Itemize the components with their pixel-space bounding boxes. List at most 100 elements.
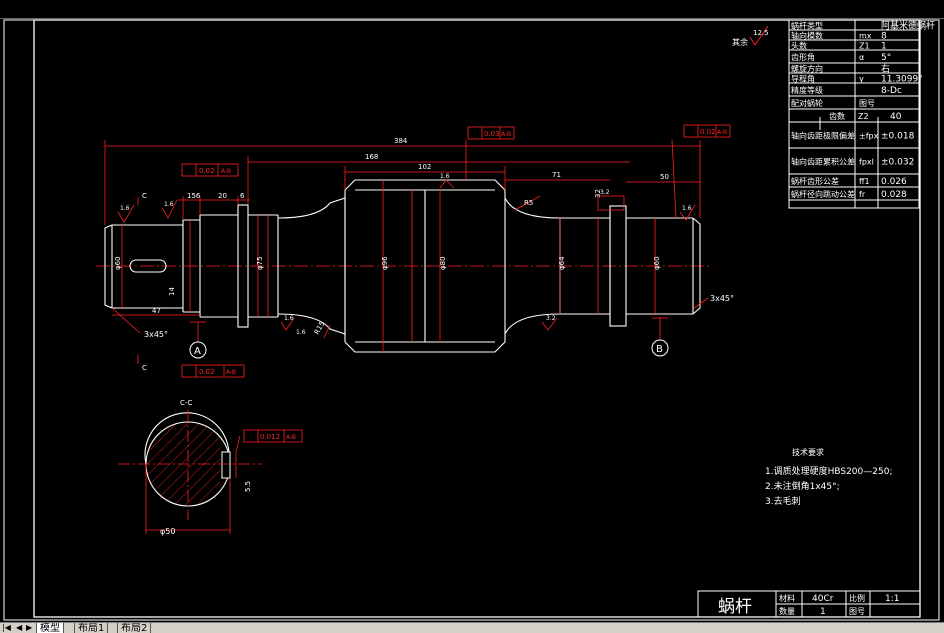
cad-top-strip [0,0,944,19]
gdt-flat-bottom: 0.02 [199,368,215,376]
worm-shaft-outline [104,179,701,353]
tech-req-title: 技术要求 [792,447,824,457]
datum-a-label: A [194,346,201,357]
roughness-other-label: 其余 [732,37,748,47]
section-mark-bottom: C [142,364,147,372]
tab-nav-prev-icon[interactable]: ◀ [16,623,23,632]
spec-cell-name: 轴向齿距累积公差 [791,157,855,167]
roughness-value-7: 1.6 [296,329,306,336]
qty-label: 数量 [779,606,795,616]
dim-71: 71 [552,171,561,179]
gdt-runout-right: 0.02 [700,128,716,136]
dim-dia-mid: φ75 [256,256,264,270]
spec-cell-value: ±0.032 [881,158,914,168]
spec-cell-symbol: Z2 [858,112,869,121]
gdt-flat-bottom-datum: A-B [226,369,236,376]
roughness-value-6: 3.2 [600,189,610,196]
roughness-other-symbol [749,25,769,46]
spec-cell-symbol: γ [859,75,864,84]
dim-dia-top: φ96 [381,256,389,270]
spec-cell-name: 配对蜗轮 [791,98,823,108]
spec-cell-name: 螺旋方向 [791,64,823,74]
datum-circles [189,339,669,359]
drawing-frame [3,19,940,621]
spec-cell-name: 齿形角 [791,52,815,62]
tab-layout-2[interactable]: 布局2 [117,623,152,633]
tab-layout-1[interactable]: 布局1 [74,623,109,633]
dim-r5: R5 [524,199,533,207]
dim-102: 102 [418,163,431,171]
spec-cell-param: 齿数 [829,111,845,121]
tab-nav-next-icon[interactable]: ▶ [26,623,33,632]
roughness-value-4: 1.6 [682,205,692,212]
dim-dia-root: φ64 [558,256,566,270]
spec-cell-value: 0.028 [881,190,907,200]
spec-cell-name: 蜗杆径向跳动公差 [791,189,855,199]
spec-cell-name: 头数 [791,41,807,51]
spec-cell-symbol: fr [859,190,866,199]
spec-cell-name: 蜗杆齿形公差 [791,176,839,186]
spec-cell-symbol: α [859,53,864,62]
spec-cell-symbol: Z1 [859,42,870,51]
gdt-keyway-sym-datum: A-B [286,434,296,441]
spec-table [788,19,920,209]
gdt-runout-top: 0.03 [484,130,500,138]
material-label: 材料 [779,593,795,603]
datum-b-label: B [656,344,663,355]
roughness-value-5: 1.6 [440,173,450,180]
dim-chamfer-right: 3x45° [710,294,734,303]
qty-value: 1 [820,607,826,617]
roughness-symbols [117,179,696,331]
spec-cell-value: 8-Dc [881,86,902,96]
scale-value: 1:1 [885,594,899,604]
spec-cell-value: 0.026 [881,177,907,187]
part-name: 蜗杆 [718,597,752,617]
gdt-coax-left-datum: A-B [221,168,231,175]
roughness-value-3: 3.2 [546,315,556,322]
gdt-coax-left: 0.02 [199,167,215,175]
spec-cell-value: 11.3099° [881,75,923,85]
spec-cell-value: 右 [881,63,890,75]
roughness-value-1: 1.6 [164,201,174,208]
dim-overall: 384 [394,137,408,145]
dim-47: 47 [152,307,161,315]
dim-len-right: 32 [594,189,602,198]
spec-cell-name: 蜗杆类型 [791,21,823,31]
spec-cell-symbol: 图号 [859,99,875,108]
tech-req-item-2: 2.未注倒角1x45°; [765,480,840,492]
spec-cell-name: 精度等级 [791,85,823,95]
spec-cell-name: 轴向齿距极限偏差 [791,131,855,141]
spec-cell-symbol: ff1 [859,177,870,186]
section-label: C-C [180,399,192,407]
dim-chamfer-left: 3x45° [144,330,168,339]
dim-dia-small: φ60 [114,256,122,270]
scale-label: 比例 [849,593,865,603]
title-block [697,590,921,618]
dim-section-width: 14 [168,287,176,296]
material-value: 40Cr [812,594,834,604]
spec-cell-value: ±0.018 [881,132,915,142]
tech-req-item-3: 3.去毛刺 [765,495,801,507]
dim-dia-pitch: φ80 [439,256,447,270]
spec-cell-name: 导程角 [791,74,815,84]
gdt-runout-top-datum: A-B [501,131,511,138]
spec-cell-value: 8 [881,32,887,42]
spec-cell-name: 轴向模数 [791,31,823,41]
drawing-no-label: 图号 [849,607,865,616]
spec-cell-value: 1 [881,42,887,52]
spec-cell-symbol: fpxl [859,158,874,167]
layout-tab-bar: |◀ ◀ ▶ 模型 布局1 布局2 [0,622,944,633]
spec-cell-value: 5° [881,53,891,63]
dim-168: 168 [365,153,378,161]
section-depth: 5.5 [244,481,252,492]
tab-model[interactable]: 模型 [36,623,64,633]
dimension-lines [104,139,709,364]
tab-nav-first-icon[interactable]: |◀ [2,623,11,632]
section-mark-top: C [142,192,147,200]
dim-r15: R15 [313,320,327,336]
dim-20: 20 [218,192,227,200]
